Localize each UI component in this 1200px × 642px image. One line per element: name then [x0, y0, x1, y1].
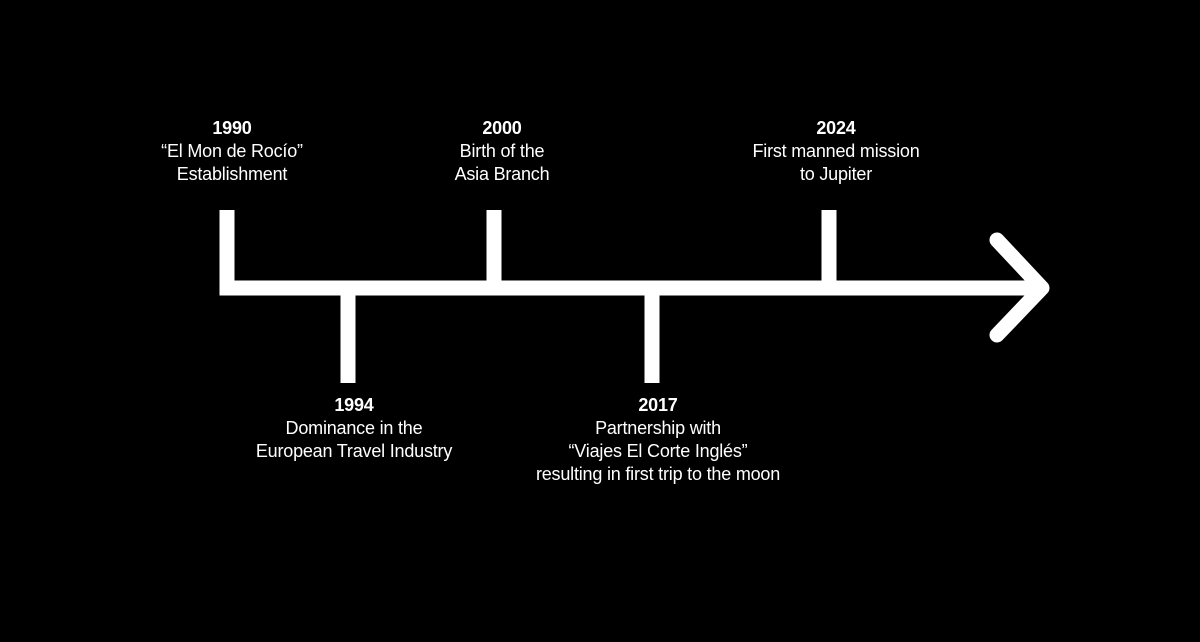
event-1994-label: 1994 Dominance in the European Travel In…	[214, 394, 494, 463]
event-description-line: Partnership with	[595, 418, 721, 438]
event-description-line: resulting in first trip to the moon	[535, 464, 781, 484]
event-year: 1990	[212, 118, 252, 138]
event-description-line: “Viajes El Corte Inglés”	[568, 441, 748, 461]
event-2024-label: 2024 First manned mission to Jupiter	[696, 117, 976, 186]
event-description-line: Asia Branch	[454, 164, 550, 184]
event-description-line: First manned mission	[752, 141, 920, 161]
event-year: 2024	[816, 118, 856, 138]
event-year: 2000	[482, 118, 522, 138]
timeline-arrowhead	[989, 232, 1050, 343]
event-description-line: European Travel Industry	[255, 441, 453, 461]
event-year: 2017	[638, 395, 678, 415]
event-description-line: “El Mon de Rocío”	[161, 141, 303, 161]
event-year: 1994	[334, 395, 374, 415]
event-description-line: Birth of the	[459, 141, 545, 161]
event-description-line: Dominance in the	[285, 418, 423, 438]
event-2000-label: 2000 Birth of the Asia Branch	[362, 117, 642, 186]
event-description-line: Establishment	[176, 164, 288, 184]
timeline-axis-line	[219, 210, 1042, 296]
event-description-line: to Jupiter	[799, 164, 873, 184]
event-2017-label: 2017 Partnership with “Viajes El Corte I…	[518, 394, 798, 486]
event-1990-label: 1990 “El Mon de Rocío” Establishment	[92, 117, 372, 186]
